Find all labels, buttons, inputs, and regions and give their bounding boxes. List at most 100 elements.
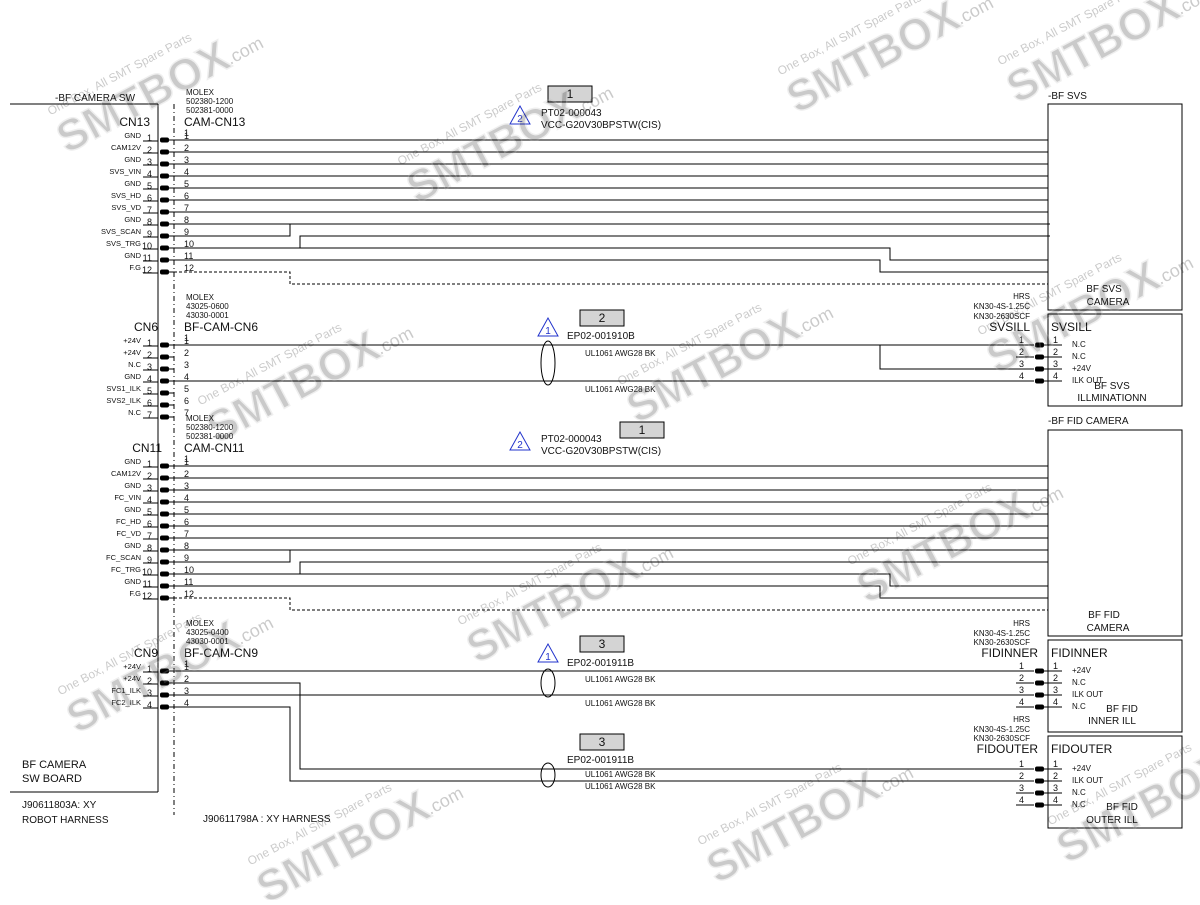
harness-wire <box>174 561 1048 575</box>
pin-contact-icon <box>1035 704 1044 710</box>
harness-pin-number: 1 <box>184 131 189 141</box>
harness-wire <box>879 345 1016 370</box>
connector-cn: CN11 <box>132 441 162 455</box>
molex-label: MOLEX <box>186 619 215 628</box>
harness-wire <box>290 573 1048 587</box>
molex-part-1: 43025-0400 <box>186 628 229 637</box>
pin-contact-icon <box>160 463 169 469</box>
section-cn9: MOLEX 43025-0400 43030-0001 CN9 BF-CAM-C… <box>111 619 1183 733</box>
pin-contact-icon <box>160 704 169 710</box>
plug-name: SVSILL <box>989 320 1030 334</box>
molex-part-2: 502381-0000 <box>186 432 234 441</box>
socket-pin-number: 2 <box>1053 673 1058 683</box>
harness-pin-number: 3 <box>184 686 189 696</box>
revision-mark-icon <box>537 316 559 337</box>
pin-contact-icon <box>160 595 169 601</box>
harness-pin-number: 10 <box>184 565 194 575</box>
harness-pin-number: 2 <box>184 674 189 684</box>
signal-name: FC_HD <box>116 517 142 526</box>
hrs-part-2: KN30-2630SCF <box>974 734 1031 743</box>
pin-contact-icon <box>160 173 169 179</box>
board-title-line1: BF CAMERA <box>22 759 87 771</box>
section-cn13: MOLEX 502380-1200 502381-0000 CN13 CAM-C… <box>101 85 1183 311</box>
pin-number: 9 <box>147 229 152 239</box>
socket-pin-number: 4 <box>1053 795 1058 805</box>
pin-number: 6 <box>147 193 152 203</box>
dest-box <box>1047 429 1183 637</box>
plug-name: FIDINNER <box>981 646 1038 660</box>
dest-box <box>1047 735 1183 829</box>
socket-pin-signal: N.C <box>1072 678 1086 687</box>
pin-number: 6 <box>147 398 152 408</box>
board-part-line2: ROBOT HARNESS <box>22 815 109 826</box>
pin-number: 12 <box>142 591 152 601</box>
dest-line2: ILLMINATIONN <box>1077 393 1146 404</box>
plug-pin-number: 3 <box>1019 685 1024 695</box>
pin-number: 10 <box>142 567 152 577</box>
pin-number: 11 <box>143 579 152 589</box>
harness-pin-number: 1 <box>184 662 189 672</box>
signal-name: +24V <box>123 662 141 671</box>
cable-part: EP02-001910B <box>567 331 635 342</box>
signal-name: +24V <box>123 336 141 345</box>
signal-name: FC_VD <box>116 529 141 538</box>
pin-contact-icon <box>160 221 169 227</box>
pin-number: 2 <box>147 676 152 686</box>
pin-number: 4 <box>147 169 152 179</box>
board-part-line1: J90611803A: XY <box>22 800 97 811</box>
harness-pin-number: 8 <box>184 215 189 225</box>
socket-pin-signal: ILK OUT <box>1072 776 1103 785</box>
signal-name: GND <box>124 541 141 550</box>
plug-pin-number: 4 <box>1019 697 1024 707</box>
signal-name: GND <box>124 457 141 466</box>
pin-contact-icon <box>160 535 169 541</box>
pin-contact-icon <box>160 559 169 565</box>
molex-part-2: 43030-0001 <box>186 311 229 320</box>
harness-pin-number: 9 <box>184 227 189 237</box>
pin-contact-icon <box>160 511 169 517</box>
harness-pin-number: 5 <box>184 384 189 394</box>
pin-contact-icon <box>160 342 169 348</box>
cam-connector: CAM-CN11 <box>184 441 245 455</box>
pin-number: 4 <box>147 495 152 505</box>
dest-header: -BF FID CAMERA <box>1048 416 1129 427</box>
harness-pin-number: 7 <box>184 529 189 539</box>
revision-mark-number: 1 <box>545 326 551 337</box>
signal-name: GND <box>124 131 141 140</box>
pin-number: 12 <box>142 265 152 275</box>
harness-pin-number: 11 <box>184 577 193 587</box>
signal-name: GND <box>124 577 141 586</box>
pin-number: 2 <box>147 350 152 360</box>
harness-pin-number: 7 <box>184 408 189 418</box>
cam-connector: BF-CAM-CN6 <box>184 320 258 334</box>
pin-contact-icon <box>160 233 169 239</box>
cable-id-box <box>579 635 625 653</box>
pin-number: 8 <box>147 217 152 227</box>
harness-wire <box>174 235 1048 249</box>
molex-label: MOLEX <box>186 414 215 423</box>
harness-wire <box>174 585 1048 599</box>
pin-number: 3 <box>147 157 152 167</box>
socket-pin-number: 1 <box>1053 335 1058 345</box>
connector-cn: CN13 <box>119 115 150 129</box>
plug-pin-number: 2 <box>1019 771 1024 781</box>
wire-spec-1: UL1061 AWG28 BK <box>585 675 656 684</box>
signal-name: F.G <box>129 589 141 598</box>
plug-pin-number: 4 <box>1019 795 1024 805</box>
signal-name: GND <box>124 215 141 224</box>
socket-pin-signal: ILK OUT <box>1072 690 1103 699</box>
cable-id-box <box>619 421 665 439</box>
revision-mark-number: 1 <box>545 652 551 663</box>
pin-contact-icon <box>1035 354 1044 360</box>
dest-line2: CAMERA <box>1087 623 1130 634</box>
signal-name: SVS_HD <box>111 191 142 200</box>
pin-number: 7 <box>147 410 152 420</box>
harness-pin-number: 2 <box>184 348 189 358</box>
wire-spec-2: UL1061 AWG28 BK <box>585 782 656 791</box>
plug-pin-number: 4 <box>1019 371 1024 381</box>
